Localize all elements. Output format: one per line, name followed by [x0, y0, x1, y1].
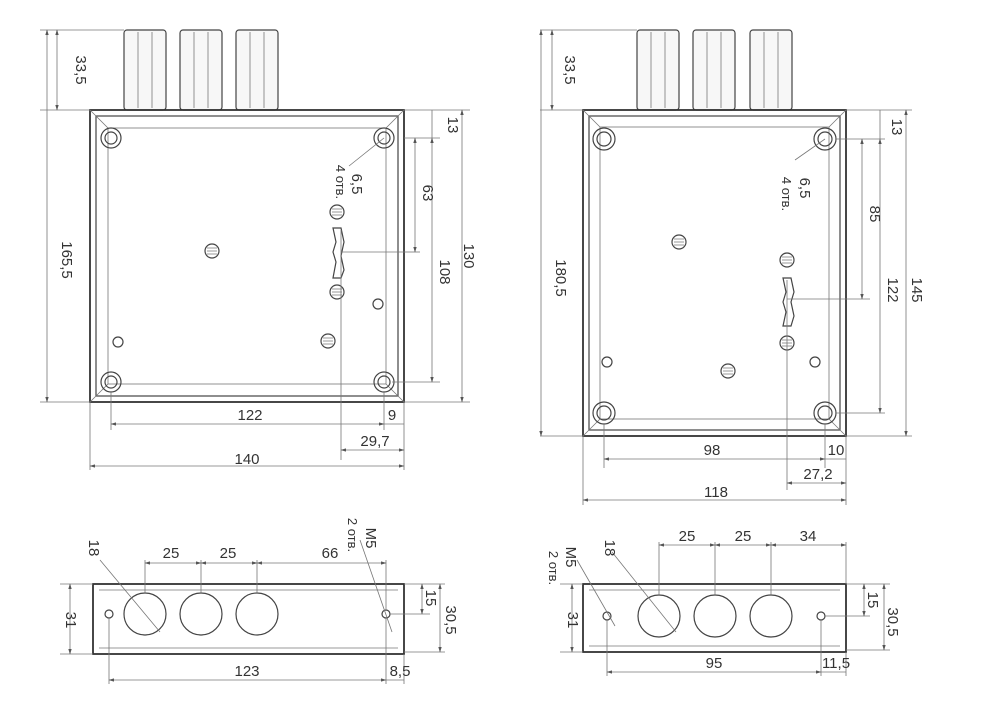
dim-hole-dia-left: 6,5	[348, 174, 365, 195]
dim-depth-right: 31	[564, 612, 581, 629]
dim-offset-9: 9	[388, 407, 396, 424]
dim-width-total-right: 118	[704, 484, 728, 501]
dim-knob-dia-left: 18	[85, 540, 102, 557]
dim-hole-span-left: 123	[234, 663, 259, 680]
dim-inner-height-left: 130	[460, 243, 477, 268]
screws-left	[112, 204, 384, 349]
dim-half-depth-left: 15	[422, 590, 439, 607]
dim-depth-left: 31	[62, 612, 79, 629]
top-view-right: M5 2 отв. 18 25 25 34 31 15 30,5 95 11,5	[546, 528, 901, 676]
dim-pitch-2-right: 25	[735, 528, 752, 545]
dim-offset-27-2: 27,2	[803, 466, 832, 483]
dim-outer-spacing-right: 122	[884, 277, 901, 302]
dim-width-holes-right: 98	[704, 442, 721, 459]
dim-top-offset-right: 13	[888, 119, 905, 136]
knob-group-right	[636, 29, 793, 111]
dim-offset-10: 10	[828, 442, 845, 459]
dim-hole-dia-right: 6,5	[796, 178, 813, 199]
dim-inner-height-right: 145	[908, 277, 925, 302]
dim-width-total-left: 140	[234, 451, 259, 468]
enclosure-outline-right	[582, 109, 847, 437]
dim-pitch-2-left: 25	[220, 545, 237, 562]
dim-pitch-1-left: 25	[163, 545, 180, 562]
dim-half-depth-right: 15	[864, 592, 881, 609]
dim-width-holes-left: 122	[237, 407, 262, 424]
dim-outer-spacing-left: 108	[436, 259, 453, 284]
dim-depth-inner-left: 30,5	[442, 605, 459, 634]
top-outline-left	[92, 583, 405, 655]
dim-top-offset-left: 13	[444, 117, 461, 134]
dim-height-total-right: 180,5	[552, 259, 569, 297]
dim-holes-count-left: 4 отв.	[333, 165, 348, 199]
screws-right	[601, 234, 821, 379]
dim-offset-34: 34	[800, 528, 817, 545]
dim-thread-count-right: 2 отв.	[546, 551, 561, 585]
knob-group-left	[123, 29, 279, 111]
front-view-right: 33,5 180,5 13 85 122 145 6,5 4 отв. 98 1…	[539, 29, 925, 505]
dim-hole-span-right: 95	[706, 655, 723, 672]
front-view-left: 33,5 165,5 13 63 108 130 6,5 4 отв. 122 …	[40, 29, 477, 470]
mounting-holes-right	[592, 127, 837, 425]
dim-knob-dia-right: 18	[601, 540, 618, 557]
dim-upper-spacing-right: 85	[866, 206, 883, 223]
dim-offset-66: 66	[322, 545, 339, 562]
dim-edge-offset-right: 11,5	[822, 655, 850, 672]
top-view-left: 18 25 25 66 M5 2 отв. 31 15 30,5 123 8,5	[60, 518, 459, 684]
dim-thread-right: M5	[562, 547, 579, 568]
dim-upper-spacing-left: 63	[419, 185, 436, 202]
dim-holes-count-right: 4 отв.	[779, 177, 794, 211]
dim-thread-count-left: 2 отв.	[345, 518, 360, 552]
dim-edge-offset-left: 8,5	[390, 663, 411, 680]
top-outline-right	[582, 583, 847, 653]
dim-height-total-left: 165,5	[58, 241, 75, 279]
dim-knob-height-right: 33,5	[561, 55, 578, 84]
dim-depth-inner-right: 30,5	[884, 607, 901, 636]
mounting-holes-left	[100, 127, 395, 393]
dim-offset-29-7: 29,7	[360, 433, 389, 450]
dim-pitch-1-right: 25	[679, 528, 696, 545]
dim-thread-left: M5	[362, 528, 379, 549]
dim-knob-height-left: 33,5	[72, 55, 89, 84]
enclosure-outline	[89, 109, 405, 403]
